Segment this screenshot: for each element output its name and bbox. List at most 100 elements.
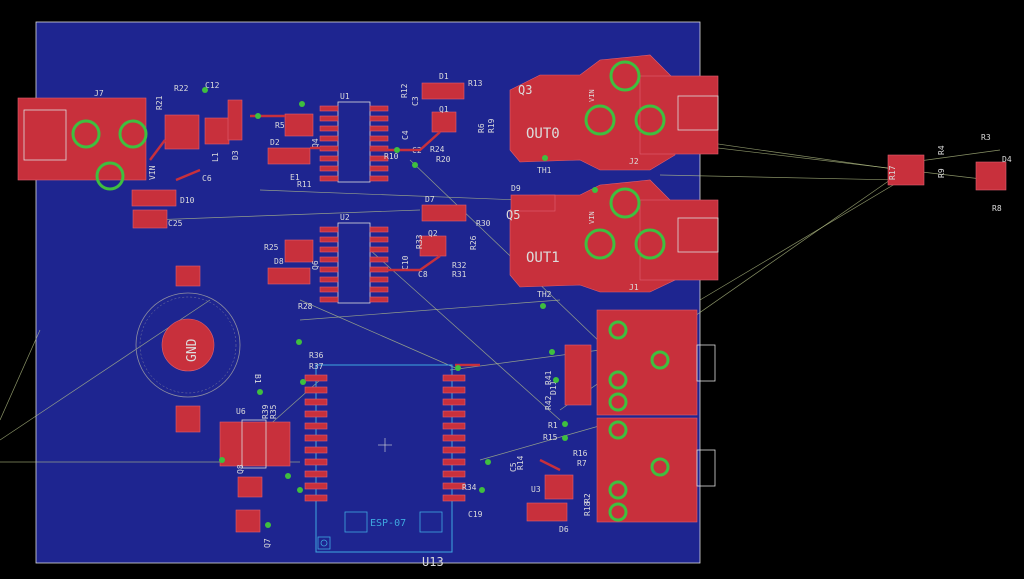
ic-u2[interactable]: U2	[319, 213, 389, 304]
svg-text:C4: C4	[401, 130, 410, 140]
svg-text:R39: R39	[261, 404, 270, 419]
ic-u1[interactable]: U1	[319, 92, 389, 183]
via	[592, 187, 598, 193]
battery-ref-label: B1	[253, 374, 262, 384]
j1-net-label: VIN	[588, 211, 596, 224]
via	[394, 147, 400, 153]
ic-pad	[442, 410, 466, 418]
via	[285, 473, 291, 479]
svg-text:R34: R34	[462, 483, 477, 492]
svg-text:R37: R37	[309, 362, 324, 371]
via	[299, 101, 305, 107]
via	[219, 457, 225, 463]
j1-out-label: OUT1	[526, 250, 560, 266]
svg-text:R6: R6	[477, 123, 486, 133]
svg-text:C3: C3	[411, 96, 420, 106]
svg-text:R5: R5	[275, 121, 285, 130]
svg-text:C25: C25	[168, 219, 183, 228]
svg-text:R12: R12	[400, 83, 409, 98]
via	[562, 435, 568, 441]
d2-label: D2	[270, 138, 280, 147]
terminal-block-upper[interactable]	[596, 309, 716, 416]
svg-text:R22: R22	[174, 84, 189, 93]
ic-pad	[304, 398, 328, 406]
u3-ref-label: U3	[531, 485, 541, 494]
via	[455, 365, 461, 371]
ic-pad	[442, 458, 466, 466]
ic-pad	[304, 446, 328, 454]
ic-pad	[319, 286, 339, 293]
svg-text:R3: R3	[981, 133, 991, 142]
ic-u3[interactable]: U3	[531, 474, 574, 500]
via	[257, 389, 263, 395]
connector-j2[interactable]: OUT0 J2 VIN	[509, 54, 719, 171]
ic-pad	[369, 246, 389, 253]
ic-pad	[319, 155, 339, 162]
battery-b1[interactable]: GND B1	[135, 265, 262, 433]
svg-text:R32: R32	[452, 261, 467, 270]
svg-text:R1: R1	[548, 421, 558, 430]
u2-ref-label: U2	[340, 213, 350, 222]
svg-text:R14: R14	[516, 455, 525, 470]
ic-pad	[442, 422, 466, 430]
terminal-block-lower[interactable]	[596, 417, 716, 523]
ic-pad	[369, 105, 389, 112]
svg-text:C19: C19	[468, 510, 483, 519]
ic-pad	[319, 236, 339, 243]
j2-out-label: OUT0	[526, 126, 560, 142]
svg-text:R35: R35	[269, 404, 278, 419]
j2-ref-label: J2	[629, 157, 639, 166]
svg-text:R10: R10	[384, 152, 399, 161]
svg-text:R41: R41	[544, 370, 553, 385]
svg-text:C8: C8	[418, 270, 428, 279]
d10-label: D10	[180, 196, 195, 205]
svg-text:R17: R17	[888, 165, 897, 180]
ic-pad	[369, 165, 389, 172]
ic-pad	[304, 410, 328, 418]
ic-pad	[319, 135, 339, 142]
svg-text:C6: C6	[202, 174, 212, 183]
svg-text:R42: R42	[544, 395, 553, 410]
discrete-components[interactable]: D1 D2 D4 D6 D7 D8 D9 D10 D11 Q1 Q2 Q3 Q4…	[131, 72, 1012, 548]
ic-pad	[369, 296, 389, 303]
via	[542, 155, 548, 161]
ic-pad	[369, 135, 389, 142]
esp07-module-u13[interactable]: ESP-07 U13	[304, 364, 466, 569]
ic-pad	[319, 165, 339, 172]
ic-pad	[304, 470, 328, 478]
ic-pad	[304, 482, 328, 490]
ic-pad	[319, 115, 339, 122]
ic-pad	[369, 155, 389, 162]
ic-pad	[304, 422, 328, 430]
q3-label: Q3	[518, 83, 532, 97]
ic-pad	[369, 115, 389, 122]
ic-pad	[442, 446, 466, 454]
via	[265, 522, 271, 528]
svg-text:R7: R7	[577, 459, 587, 468]
th1-label: TH1	[537, 166, 552, 175]
ic-pad	[442, 398, 466, 406]
via	[562, 421, 568, 427]
ic-pad	[369, 276, 389, 283]
connector-j7[interactable]: J7 VIN	[17, 89, 157, 191]
svg-text:C12: C12	[205, 81, 220, 90]
passive-labels: R1 R2 R3 R4 R5 R6 R7 R8 R9 R10 R11 R12 R…	[155, 79, 1002, 519]
svg-text:R4: R4	[937, 145, 946, 155]
d1-label: D1	[439, 72, 449, 81]
ic-pad	[442, 470, 466, 478]
via	[549, 349, 555, 355]
j1-ref-label: J1	[629, 283, 639, 292]
ic-pad	[369, 125, 389, 132]
ic-pad	[319, 276, 339, 283]
d9-label: D9	[511, 184, 521, 193]
ic-u6[interactable]: U6	[219, 407, 291, 469]
d6-label: D6	[559, 525, 569, 534]
ic-pad	[369, 256, 389, 263]
svg-text:R31: R31	[452, 270, 467, 279]
svg-text:R13: R13	[468, 79, 483, 88]
via	[553, 377, 559, 383]
svg-text:R20: R20	[436, 155, 451, 164]
ic-pad	[304, 458, 328, 466]
svg-text:R19: R19	[487, 118, 496, 133]
